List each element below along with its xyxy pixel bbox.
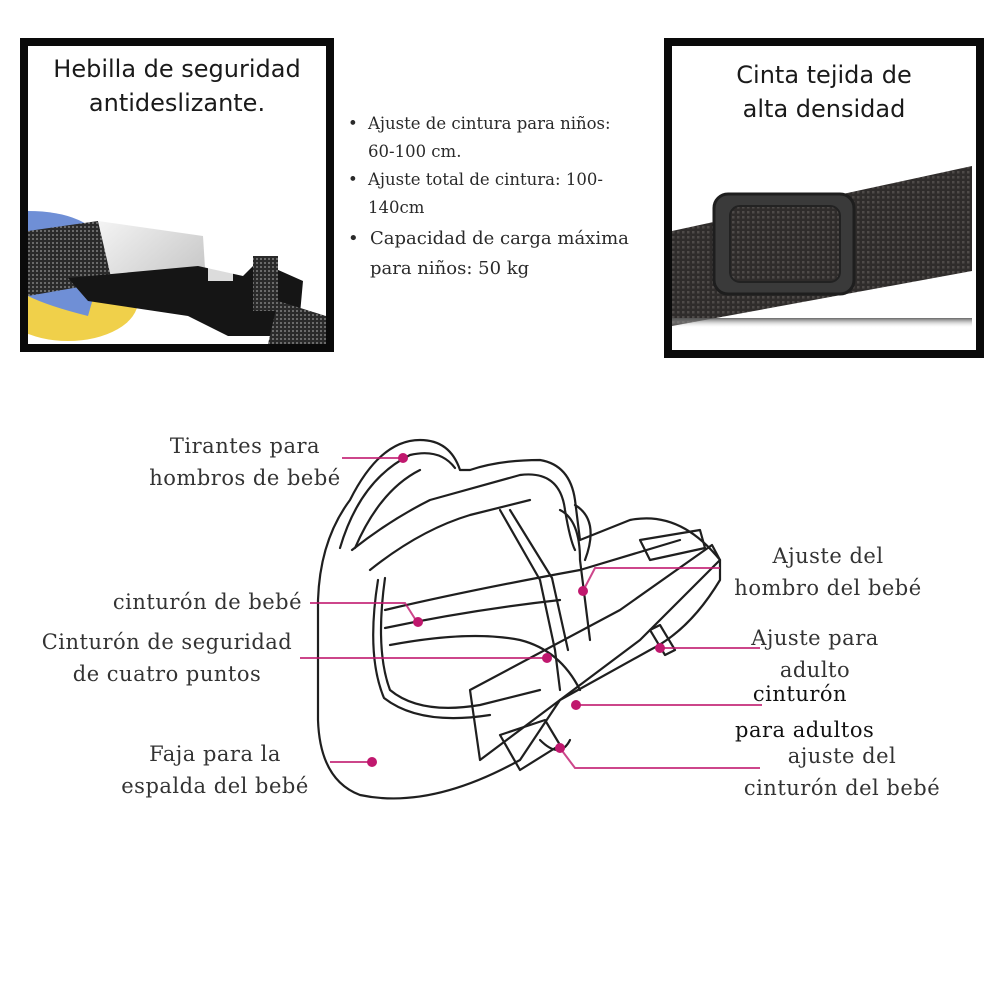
spec-text: Capacidad de carga máxima (370, 228, 629, 249)
webbing-panel: Cinta tejida de alta densidad (664, 38, 984, 358)
label-baby-back-panel: Faja para la espalda del bebé (115, 738, 315, 802)
label-text: cinturón de bebé (112, 590, 303, 614)
spec-text: 140cm (368, 198, 425, 217)
label-baby-belt-adjust: ajuste del cinturón del bebé (722, 740, 962, 804)
spec-text: para niños: 50 kg (370, 258, 530, 279)
spec-text: Ajuste total de cintura: 100- (368, 170, 603, 189)
label-text: cinturón (752, 682, 848, 706)
buckle-panel-title: Hebilla de seguridad antideslizante. (28, 52, 326, 120)
label-text: adulto (779, 658, 851, 682)
label-text: Cinturón de seguridad (41, 630, 293, 654)
webbing-strap-photo (672, 166, 972, 328)
webbing-title-line1: Cinta tejida de (736, 61, 912, 89)
spec-list: Ajuste de cintura para niños: 60-100 cm.… (346, 110, 666, 284)
label-text: hombros de bebé (149, 466, 341, 490)
label-text: espalda del bebé (121, 774, 309, 798)
label-text: de cuatro puntos (72, 662, 262, 686)
baby-carrier-diagram: Tirantes para hombros de bebé cinturón d… (0, 400, 1000, 840)
webbing-panel-title: Cinta tejida de alta densidad (672, 58, 976, 126)
label-text: Tirantes para (169, 434, 321, 458)
label-baby-shoulder-straps: Tirantes para hombros de bebé (130, 430, 360, 494)
label-adult-adjust: Ajuste para adulto (740, 622, 890, 686)
label-text: Faja para la (149, 742, 281, 766)
webbing-title-line2: alta densidad (742, 95, 906, 123)
buckle-title-line1: Hebilla de seguridad (53, 55, 301, 83)
label-four-point-harness: Cinturón de seguridad de cuatro puntos (36, 626, 298, 690)
spec-item: Ajuste de cintura para niños: 60-100 cm. (346, 110, 666, 166)
label-text: para adultos (735, 718, 875, 742)
spec-text: Ajuste de cintura para niños: (368, 114, 611, 133)
baby-carrier-illustration (300, 438, 762, 800)
label-text: ajuste del (787, 744, 897, 768)
label-text: cinturón del bebé (743, 776, 941, 800)
label-adult-belt: cinturón para adultos (735, 678, 875, 746)
spec-text: 60-100 cm. (368, 142, 462, 161)
buckle-photo (28, 211, 326, 344)
label-text: hombro del bebé (734, 576, 922, 600)
spec-item: Capacidad de carga máxima para niños: 50… (346, 224, 666, 284)
buckle-panel: Hebilla de seguridad antideslizante. (20, 38, 334, 352)
label-baby-shoulder-adjust: Ajuste del hombro del bebé (722, 540, 934, 604)
label-text: Ajuste del (772, 544, 884, 568)
label-baby-belt: cinturón de bebé (100, 586, 315, 618)
spec-item: Ajuste total de cintura: 100- 140cm (346, 166, 666, 222)
label-text: Ajuste para (751, 626, 879, 650)
buckle-title-line2: antideslizante. (88, 89, 266, 117)
